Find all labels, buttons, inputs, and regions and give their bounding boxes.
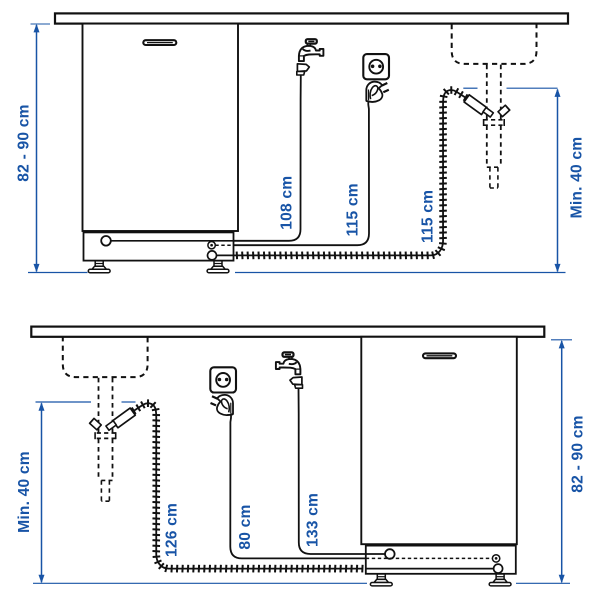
- svg-text:82 - 90 cm: 82 - 90 cm: [16, 104, 33, 181]
- svg-text:115 cm: 115 cm: [345, 183, 362, 236]
- svg-text:133 cm: 133 cm: [305, 493, 322, 547]
- svg-text:115 cm: 115 cm: [420, 190, 437, 243]
- svg-text:Min. 40 cm: Min. 40 cm: [16, 451, 33, 533]
- svg-text:Min. 40 cm: Min. 40 cm: [569, 137, 586, 219]
- svg-text:82 - 90 cm: 82 - 90 cm: [570, 415, 587, 492]
- svg-text:126 cm: 126 cm: [164, 503, 181, 557]
- svg-text:80 cm: 80 cm: [237, 504, 254, 549]
- svg-text:108 cm: 108 cm: [279, 176, 296, 230]
